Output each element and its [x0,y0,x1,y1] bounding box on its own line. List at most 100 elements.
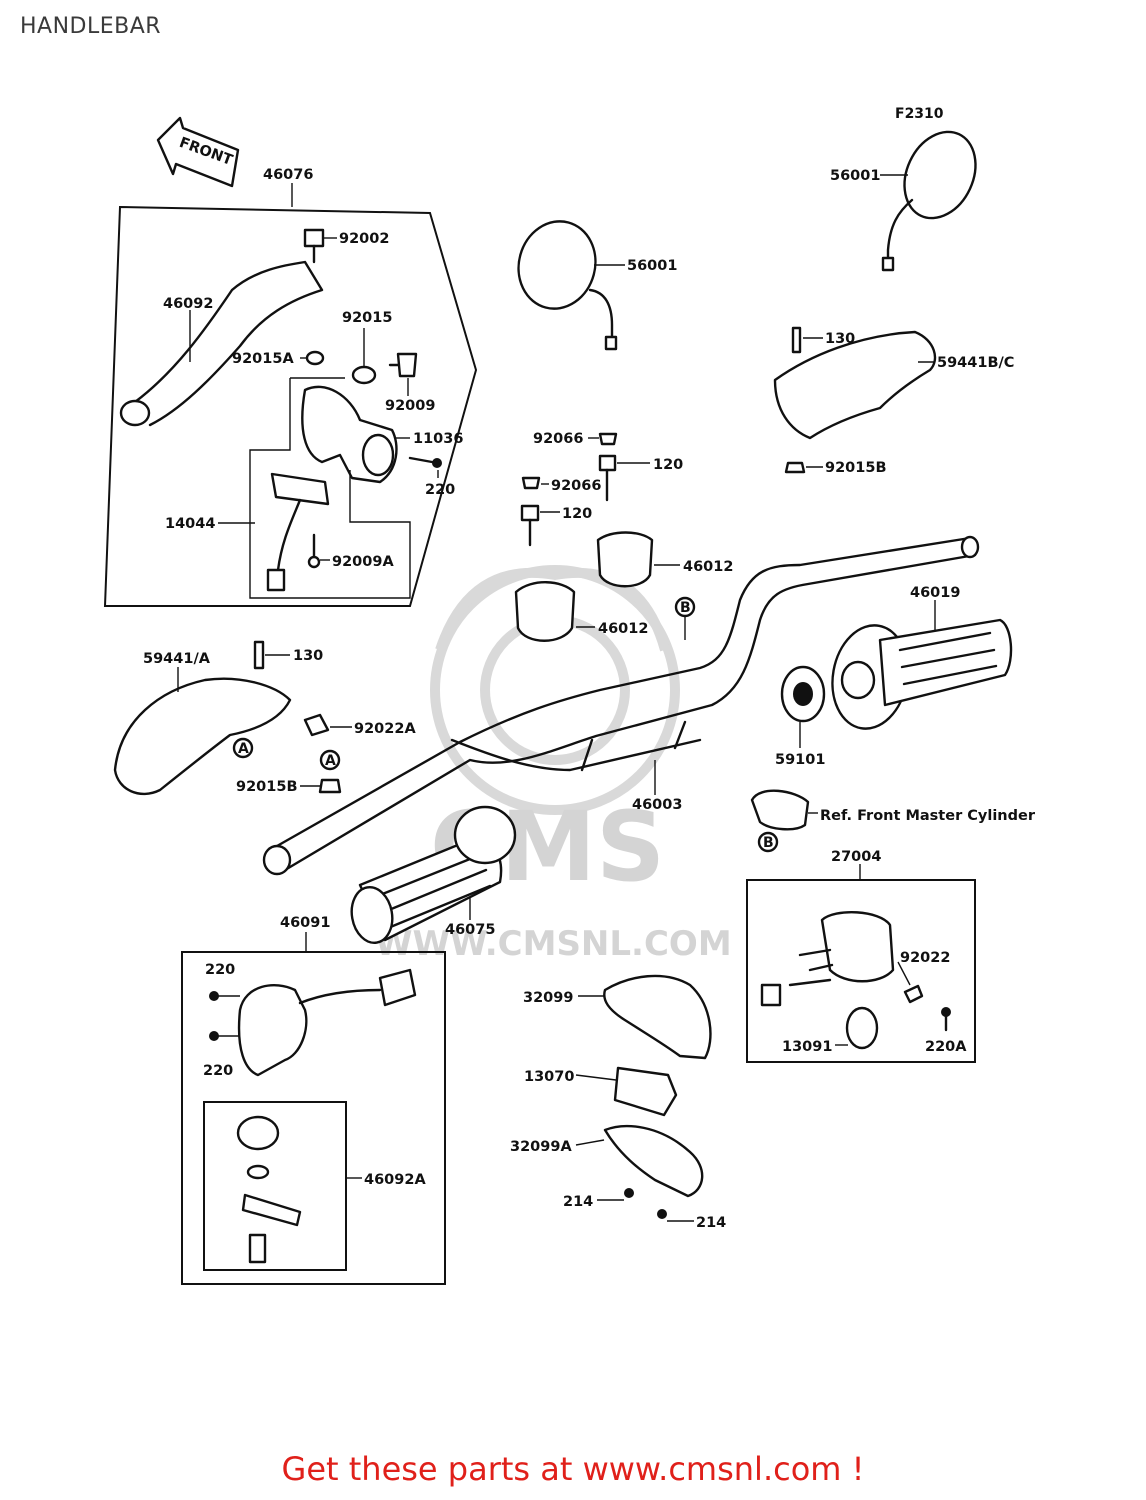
callout-b2-letter: B [763,835,774,851]
label-46075: 46075 [445,922,495,938]
switch-part-46092A-icon [236,1115,280,1151]
label-130-a: 130 [825,331,855,347]
label-59441A: 59441/A [143,651,211,667]
label-46019: 46019 [910,585,960,601]
callout-a1 [232,737,254,759]
bolt-92002-icon [303,228,325,248]
left-grip-46075-group: 46075 [350,805,517,944]
bolt-120-b-icon [520,504,540,522]
label-92009A: 92009A [332,554,394,570]
clutch-lever-icon [133,260,324,427]
screw-214-a-icon [624,1188,634,1198]
clutch-group-box [103,205,478,607]
right-switch-box [746,879,976,1063]
adjuster-92009-icon [396,352,418,378]
housing-32099-icon [603,974,712,1060]
label-46092A: 46092A [364,1172,426,1188]
housing-32099A-icon [603,1124,704,1198]
label-59101: 59101 [775,752,825,768]
right-switch-27004-group: 27004 13091 92022 220A [746,849,976,1063]
screw-220A-icon [941,1007,951,1017]
callout-a2 [319,749,341,771]
label-92009: 92009 [385,398,435,414]
label-214-a: 214 [563,1194,593,1210]
label-92022: 92022 [900,950,950,966]
label-92022A: 92022A [354,721,416,737]
label-56001-b: 56001 [830,168,880,184]
mirror-left-icon [517,220,597,310]
label-46003: 46003 [632,797,682,813]
label-220-b: 220 [205,962,235,978]
switch-13091-icon [845,1006,879,1050]
watermark-url: WWW.CMSNL.COM [375,924,732,964]
label-32099A: 32099A [510,1139,572,1155]
washer-92015A-icon [305,350,325,366]
label-32099: 32099 [523,990,573,1006]
holder-46012-b-icon [514,581,576,642]
label-59441BC: 59441B/C [937,355,1014,371]
switch-connector-icon [378,968,417,1007]
mirror-right-group: 56001 [830,130,977,272]
bolt-120-a-icon [598,454,617,472]
label-220-a: 220 [425,482,455,498]
handlebar-46003-icon [268,536,977,872]
left-switch-46091-group: 46091 220 220 46092A [181,915,446,1285]
label-46012-b: 46012 [598,621,648,637]
label-220A: 220A [925,1039,967,1055]
footer-cta-link[interactable]: Get these parts at www.cmsnl.com ! [281,1450,865,1488]
label-46012-a: 46012 [683,559,733,575]
label-92002: 92002 [339,231,389,247]
left-switch-housing-icon [237,983,308,1077]
clutch-switch-14044-icon [270,472,330,506]
clamp-92022-icon [903,984,924,1004]
label-56001-a: 56001 [627,258,677,274]
front-direction-arrow-icon: FRONT [156,116,240,188]
label-92015A: 92015A [232,351,294,367]
bolt-130-a-icon [791,326,802,354]
label-14044: 14044 [165,516,215,532]
screw-220-b-icon [209,991,219,1001]
switch-13070-icon [613,1066,678,1117]
label-11036: 11036 [413,431,463,447]
screw-220-c-icon [209,1031,219,1041]
label-92015: 92015 [342,310,392,326]
lever-guard-59441A-icon [113,677,292,796]
callout-a2-letter: A [325,753,336,769]
label-92015B-a: 92015B [825,460,887,476]
label-120-a: 120 [653,457,683,473]
clamp-92022A-icon [303,713,330,737]
label-92015B-b: 92015B [236,779,298,795]
nut-92015-icon [351,365,377,385]
callout-b2 [757,831,779,853]
label-46092: 46092 [163,296,213,312]
holder-46012-a-icon [596,531,654,588]
handlebar-holder-bolts-group: 92066 120 92066 120 46012 46012 [514,431,733,642]
label-214-b: 214 [696,1215,726,1231]
bolt-130-b-icon [253,640,265,670]
callout-a1-letter: A [238,741,249,757]
nut-92015B-b-icon [318,778,342,794]
mirror-left-group: 56001 [517,220,677,351]
label-ref-front-master-cylinder: Ref. Front Master Cylinder [820,808,1036,824]
grip-46019-icon [878,618,1013,707]
switch-housing-icon [820,911,895,983]
clamp-ref-icon [750,789,810,831]
label-46076: 46076 [263,167,313,183]
master-cylinder-clamp-ref: Ref. Front Master Cylinder B [750,789,1036,853]
left-switch-box [181,951,446,1285]
label-92066-a: 92066 [533,431,583,447]
throttle-grip-group: 46019 59101 [775,585,1013,768]
nut-92015B-a-icon [784,461,806,474]
screw-214-b-icon [657,1209,667,1219]
label-13070: 13070 [524,1069,574,1085]
center-switch-housing-group: 32099 13070 32099A 214 214 [510,974,726,1231]
handlebar-46003-group: 46003 B [262,535,980,876]
lever-guard-59441BC-icon [773,330,937,440]
label-130-b: 130 [293,648,323,664]
cap-92066-a-icon [598,432,618,446]
callout-b1-letter: B [680,600,691,616]
clutch-lever-assembly-group: 46076 92002 46092 92015A 92015 92009 110… [103,167,478,607]
label-220-c: 220 [203,1063,233,1079]
lever-guard-right-group: 130 59441B/C 92015B [773,326,1014,476]
